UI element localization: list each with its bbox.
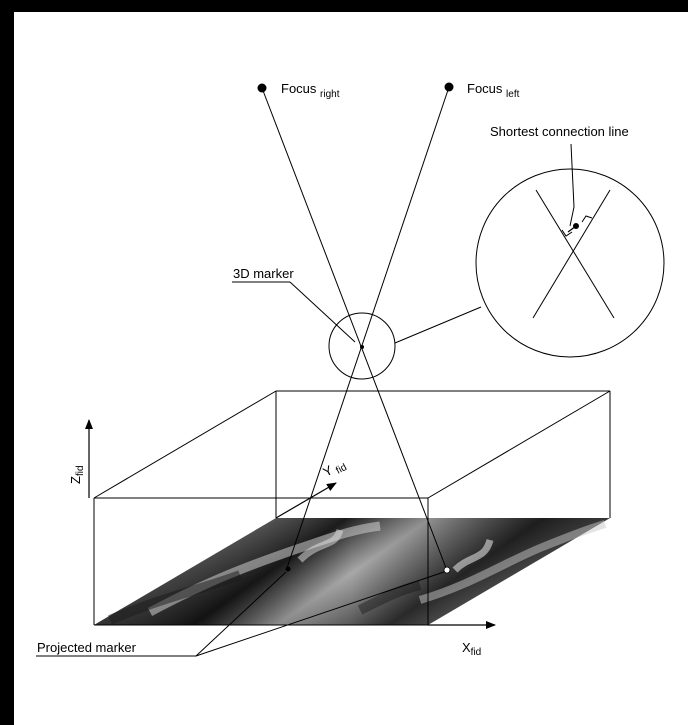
projected-marker-right bbox=[444, 567, 450, 573]
focus-left-label: Focus left bbox=[467, 81, 520, 100]
projection-rays bbox=[262, 87, 449, 568]
focus-left-point bbox=[445, 83, 454, 92]
xray-image-plane bbox=[94, 518, 610, 625]
projected-marker-label: Projected marker bbox=[37, 640, 137, 655]
magnified-detail bbox=[476, 144, 664, 357]
ray-from-focus-right bbox=[262, 88, 446, 568]
diagram-canvas: Focus right Focus left Shortest connecti… bbox=[14, 12, 688, 725]
ray-from-focus-left bbox=[287, 87, 449, 568]
x-axis-label: Xfid bbox=[462, 640, 481, 658]
magnified-circle bbox=[476, 169, 664, 357]
magnify-connector bbox=[395, 307, 481, 343]
stereo-geometry-diagram: Focus right Focus left Shortest connecti… bbox=[14, 12, 688, 725]
focus-right-point bbox=[258, 84, 267, 93]
3d-marker-leader bbox=[290, 282, 355, 342]
focus-right-label: Focus right bbox=[281, 81, 340, 100]
z-axis-label: Zfid bbox=[68, 465, 86, 484]
shortest-connection-label: Shortest connection line bbox=[490, 124, 629, 139]
y-axis-label: Y fid bbox=[320, 456, 348, 483]
3d-marker-label: 3D marker bbox=[233, 266, 294, 281]
3d-marker-point bbox=[360, 345, 364, 349]
projected-marker-left bbox=[286, 567, 291, 572]
